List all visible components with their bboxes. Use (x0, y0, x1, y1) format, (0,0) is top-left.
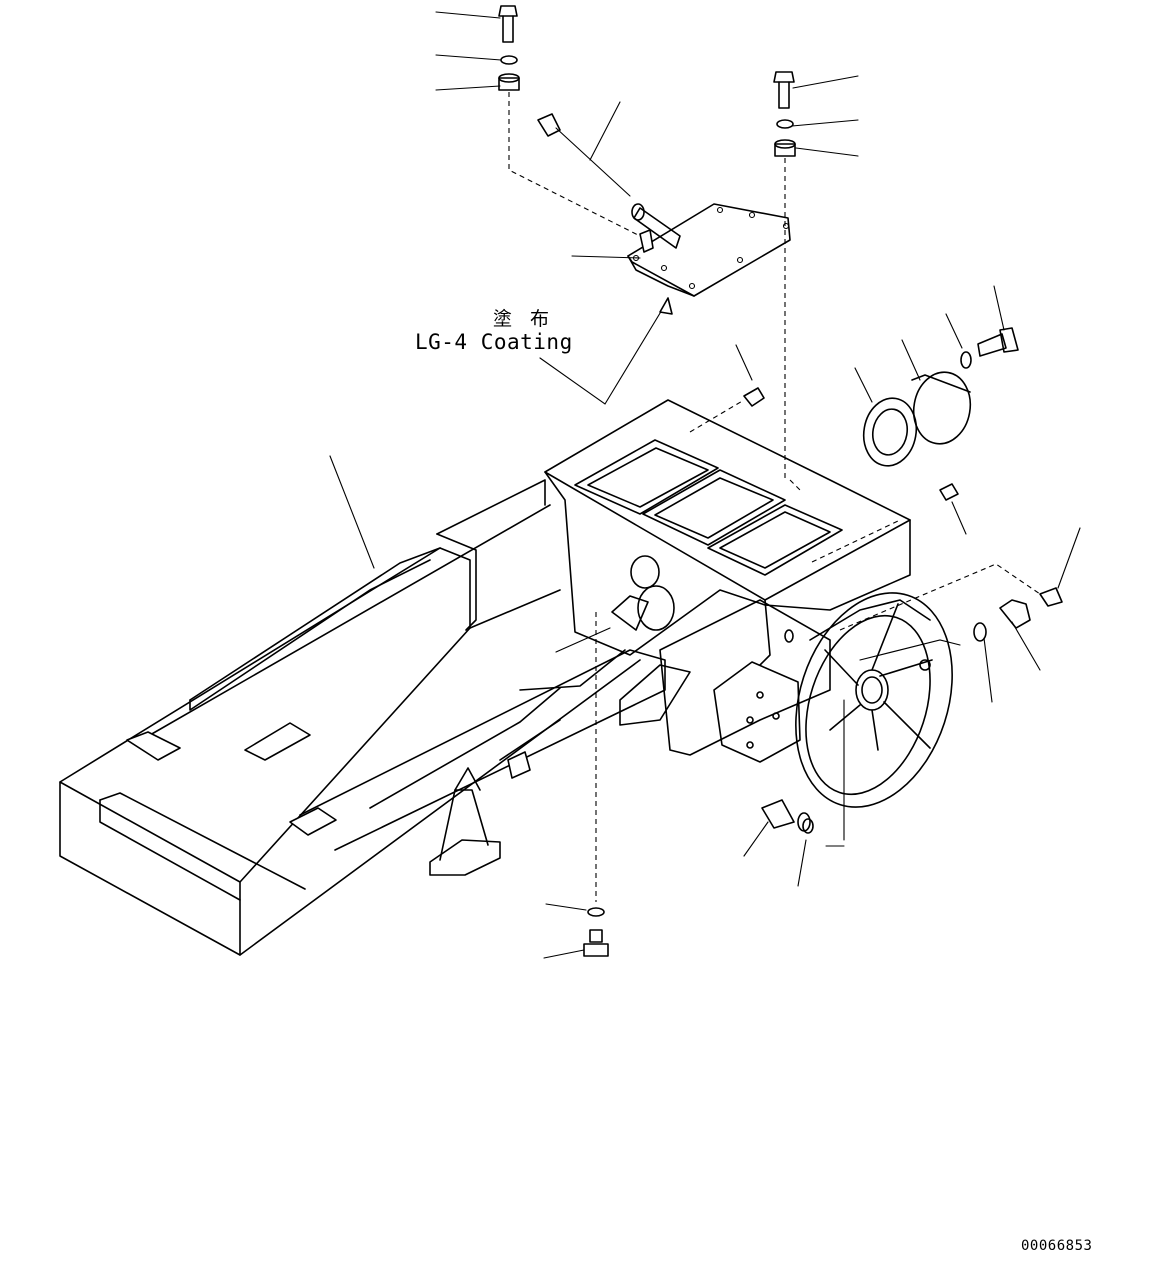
leader-lines (330, 12, 1080, 958)
coating-note-japanese: 塗 布 (493, 308, 556, 330)
drive-flange (770, 573, 979, 828)
top-cover-assembly (538, 114, 790, 296)
coating-note-english: LG-4 Coating (415, 330, 573, 354)
main-frame (60, 400, 910, 955)
drawing-number: 00066853 (1021, 1238, 1093, 1254)
